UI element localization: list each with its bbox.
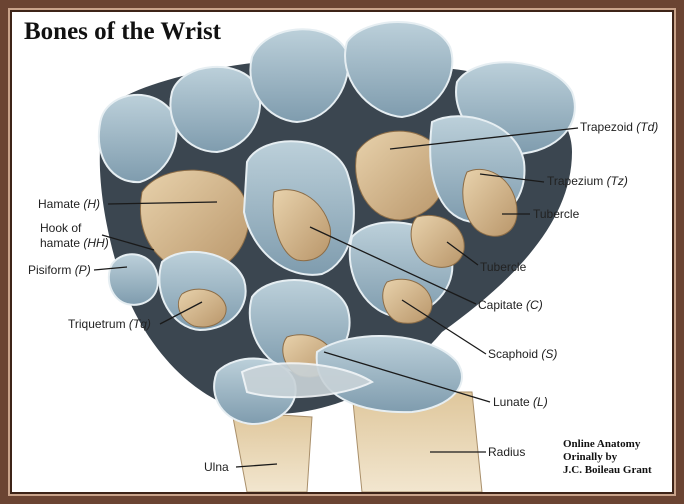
leader-tubercle-2 xyxy=(446,241,479,266)
label-text: Trapezoid xyxy=(580,120,633,134)
label-abbr: (Tz) xyxy=(606,174,628,188)
credit-block: Online Anatomy Orinally by J.C. Boileau … xyxy=(563,438,652,477)
label-abbr: (HH) xyxy=(83,236,109,250)
label-abbr: (L) xyxy=(533,395,548,409)
label-text: Trapezium xyxy=(547,174,604,188)
label-scaphoid: Scaphoid (S) xyxy=(488,347,557,361)
radius-articular-surface xyxy=(315,335,463,414)
label-tubercle-1: Tubercle xyxy=(533,207,579,221)
label-trapezium: Trapezium (Tz) xyxy=(547,174,628,188)
label-abbr: (H) xyxy=(83,197,101,211)
label-abbr: (P) xyxy=(74,263,91,277)
leader-lunate xyxy=(323,351,491,403)
label-text: Ulna xyxy=(204,460,229,474)
credit-line: Online Anatomy xyxy=(563,438,641,450)
label-hook-of-hamate: Hook of hamate (HH) xyxy=(40,221,109,251)
label-abbr: (Td) xyxy=(636,120,659,134)
label-ulna: Ulna xyxy=(204,460,229,474)
label-capitate: Capitate (C) xyxy=(478,298,543,312)
label-text: Triquetrum xyxy=(68,317,126,331)
scaphoid-tubercle-2 xyxy=(410,215,465,268)
diagram-canvas: Bones of the Wrist Trapezoid (Td) Trapez… xyxy=(12,12,672,492)
metacarpal-base-2 xyxy=(169,66,262,154)
label-lunate: Lunate (L) xyxy=(493,395,548,409)
label-text: Tubercle xyxy=(533,207,580,221)
triquetrum-dorsum xyxy=(178,288,227,328)
metacarpal-base-1 xyxy=(97,94,178,184)
metacarpal-base-3 xyxy=(249,28,350,124)
trapezium-tubercle xyxy=(462,168,518,237)
leader-pisiform xyxy=(93,266,128,271)
label-trapezoid: Trapezoid (Td) xyxy=(580,120,658,134)
leader-trapezoid xyxy=(389,127,579,150)
label-text: hamate xyxy=(40,236,81,250)
label-triquetrum: Triquetrum (Tq) xyxy=(68,317,151,331)
pisiform-bone xyxy=(107,253,159,306)
label-text: Tubercle xyxy=(480,260,527,274)
leader-trapezium xyxy=(479,173,545,183)
label-abbr: (Tq) xyxy=(128,317,151,331)
leader-scaphoid xyxy=(401,299,487,355)
articular-disc xyxy=(240,362,374,399)
leader-triquetrum xyxy=(159,301,203,325)
label-text: Capitate xyxy=(478,298,523,312)
leader-hamate xyxy=(107,201,218,205)
label-text: Pisiform xyxy=(28,263,72,277)
label-tubercle-2: Tubercle xyxy=(480,260,526,274)
metacarpal-base-4 xyxy=(344,21,454,119)
wrist-illustration xyxy=(93,21,579,492)
label-hamate: Hamate (H) xyxy=(38,197,100,211)
label-text: Hook of xyxy=(40,221,82,235)
capitate-dorsum xyxy=(272,189,332,262)
label-text: Lunate xyxy=(493,395,530,409)
credit-line: J.C. Boileau Grant xyxy=(563,464,652,476)
leader-ulna xyxy=(235,463,278,468)
label-text: Scaphoid xyxy=(488,347,539,361)
diagram-title: Bones of the Wrist xyxy=(24,18,221,45)
label-abbr: (S) xyxy=(541,347,558,361)
label-text: Radius xyxy=(488,445,526,459)
credit-line: Orinally by xyxy=(563,451,618,463)
leader-hook-of-hamate xyxy=(101,234,155,251)
label-pisiform: Pisiform (P) xyxy=(28,263,91,277)
leader-capitate xyxy=(309,226,477,305)
hamate-bone xyxy=(140,169,250,275)
label-text: Hamate xyxy=(38,197,81,211)
ulna-shaft xyxy=(231,411,313,492)
label-radius: Radius xyxy=(488,445,525,459)
label-abbr: (C) xyxy=(526,298,543,312)
